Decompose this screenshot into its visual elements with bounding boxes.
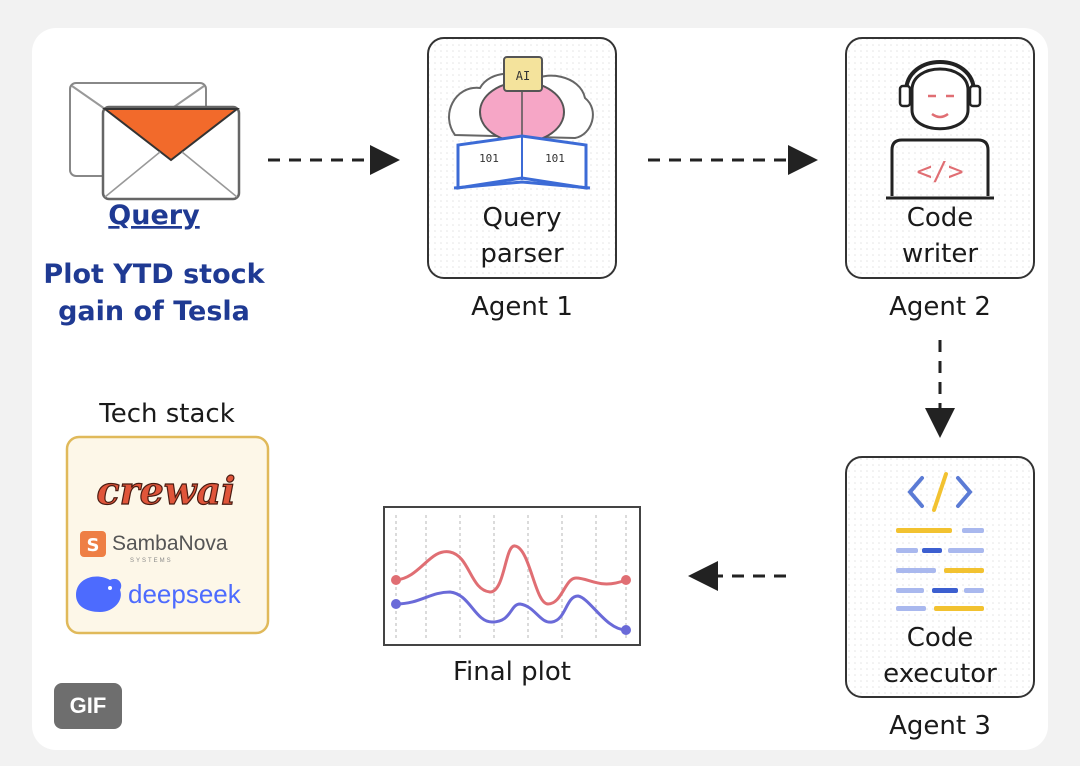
line-chart-icon — [391, 515, 631, 638]
agent1-name-line2: parser — [480, 239, 564, 269]
agent1-name-line1: Query — [482, 203, 561, 233]
crewai-logo: crewai — [96, 468, 235, 513]
query-label: Query — [108, 200, 200, 231]
svg-text:S: S — [87, 535, 100, 556]
code-lines-icon — [896, 472, 984, 611]
agent2-caption: Agent 2 — [889, 292, 991, 322]
sambanova-logo: S SambaNova SYSTEMS — [80, 531, 228, 564]
tech-stack-card: crewai S SambaNova SYSTEMS deepseek — [65, 435, 270, 635]
query-text-line1: Plot YTD stock — [43, 259, 265, 290]
svg-text:</>: </> — [917, 157, 964, 187]
svg-text:101: 101 — [545, 152, 565, 165]
agent1-caption: Agent 1 — [471, 292, 573, 322]
deepseek-wordmark: deepseek — [128, 579, 242, 609]
agent2-name-line1: Code — [907, 203, 974, 233]
sambanova-wordmark: SambaNova — [112, 532, 228, 555]
final-plot-caption: Final plot — [453, 657, 571, 687]
deepseek-logo: deepseek — [76, 576, 242, 612]
agent1-card: AI 101 101 Query parser — [427, 37, 617, 279]
agent2-name-line2: writer — [902, 239, 978, 269]
brain-book-icon: AI 101 101 — [448, 56, 594, 190]
query-text-line2: gain of Tesla — [58, 296, 250, 327]
svg-text:AI: AI — [516, 69, 530, 83]
agent2-card: </> Code writer — [845, 37, 1035, 279]
envelope-icon — [69, 82, 241, 201]
agent3-caption: Agent 3 — [889, 711, 991, 741]
svg-text:101: 101 — [479, 152, 499, 165]
agent3-name-line2: executor — [883, 659, 997, 689]
gif-badge[interactable]: GIF — [54, 683, 122, 729]
tech-stack-title: Tech stack — [98, 399, 235, 429]
agent3-name-line1: Code — [907, 623, 974, 653]
developer-icon: </> — [886, 60, 994, 200]
agent3-card: Code executor — [845, 456, 1035, 698]
final-plot-card — [383, 506, 641, 646]
sambanova-subtitle: SYSTEMS — [130, 558, 173, 564]
